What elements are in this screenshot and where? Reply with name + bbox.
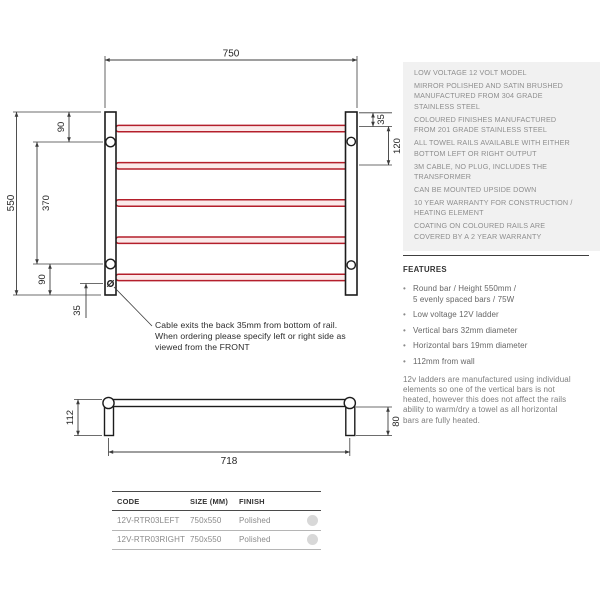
- panel-divider: [403, 255, 589, 256]
- finish-swatch: [307, 514, 318, 526]
- dim-cable-offset-label: 35: [72, 305, 83, 316]
- towel-bar-2: [114, 161, 351, 170]
- dim-bar-spacing: 120: [359, 126, 403, 166]
- towel-bar-1: [114, 124, 351, 133]
- spec-item: ALL TOWEL RAILS AVAILABLE WITH EITHER BO…: [414, 138, 570, 158]
- specs-box: LOW VOLTAGE 12 VOLT MODEL MIRROR POLISHE…: [403, 62, 600, 251]
- dim-overall-height-label: 550: [6, 194, 17, 211]
- dim-bracket-depth: 80: [356, 406, 402, 436]
- left-vertical-rail: [104, 111, 117, 296]
- bullet-icon: •: [403, 325, 406, 335]
- dim-bottom-offset: 90: [33, 263, 103, 296]
- ladder-footnote: 12v ladders are manufactured using indiv…: [403, 374, 571, 425]
- cell-finish: Polished: [239, 515, 271, 525]
- cell-finish: Polished: [239, 535, 271, 545]
- right-vertical-rail: [344, 111, 358, 296]
- spec-item: COLOURED FINISHES MANUFACTURED FROM 201 …: [414, 114, 557, 135]
- side-horizontal-bar: [106, 398, 352, 408]
- dim-top-to-first-bar-label: 35: [376, 114, 387, 125]
- dim-top-to-first-bar: 35: [359, 112, 392, 127]
- spec-item: 3M CABLE, NO PLUG, INCLUDES THE TRANSFOR…: [414, 161, 548, 182]
- front-view: 750 550 90 370 90 35: [6, 49, 403, 327]
- dim-bracket-centres-label: 718: [221, 456, 238, 467]
- mount-point-bottom-right: [346, 260, 357, 270]
- dim-top-offset-label: 90: [56, 122, 67, 133]
- feature-item: • Horizontal bars 19mm diameter: [403, 341, 528, 351]
- left-wall-bracket: [103, 405, 115, 437]
- cell-code: 12V-RTR03LEFT: [117, 515, 180, 525]
- dim-depth: 112: [65, 399, 102, 436]
- dim-bracket-centres: 718: [108, 438, 351, 467]
- spec-item: CAN BE MOUNTED UPSIDE DOWN: [414, 185, 537, 195]
- cell-size: 750x550: [190, 515, 222, 525]
- info-panel: LOW VOLTAGE 12 VOLT MODEL MIRROR POLISHE…: [403, 62, 600, 426]
- spec-item: MIRROR POLISHED AND SATIN BRUSHED MANUFA…: [414, 81, 563, 111]
- side-right-rail-end: [343, 396, 357, 410]
- col-header-size: SIZE (MM): [190, 496, 229, 506]
- table-header-row: CODE SIZE (MM) FINISH: [112, 491, 321, 511]
- dim-overall-width: 750: [104, 49, 358, 108]
- dim-bracket-depth-label: 80: [391, 416, 402, 427]
- bullet-icon: •: [403, 284, 406, 293]
- towel-bar-5: [114, 273, 351, 282]
- right-wall-bracket: [345, 405, 356, 437]
- table-row: 12V-RTR03RIGHT 750x550 Polished: [112, 531, 321, 550]
- bullet-icon: •: [403, 341, 406, 351]
- side-view: 112 80 718: [65, 396, 402, 467]
- dim-bracket-span: 370: [35, 141, 52, 265]
- dim-overall-width-label: 750: [223, 49, 240, 60]
- cable-exit-marker: [106, 279, 115, 288]
- cell-code: 12V-RTR03RIGHT: [117, 535, 185, 545]
- towel-bar-3: [114, 199, 351, 207]
- cell-size: 750x550: [190, 535, 222, 545]
- side-left-rail-end: [102, 396, 115, 410]
- dim-top-offset: 90: [33, 111, 103, 143]
- spec-item: LOW VOLTAGE 12 VOLT MODEL: [414, 68, 527, 77]
- bullet-icon: •: [403, 356, 406, 366]
- towel-bar-4: [114, 236, 351, 245]
- mount-point-top-right: [346, 136, 357, 147]
- mount-point-top-left: [104, 136, 116, 148]
- dim-bracket-span-label: 370: [41, 195, 52, 211]
- col-header-finish: FINISH: [239, 496, 265, 506]
- order-table: CODE SIZE (MM) FINISH 12V-RTR03LEFT 750x…: [112, 491, 321, 550]
- cable-note-leader-line: [113, 286, 153, 327]
- features-title: FEATURES: [403, 265, 447, 274]
- feature-item: • Vertical bars 32mm diameter: [403, 325, 518, 335]
- feature-item: • 112mm from wall: [403, 356, 475, 366]
- features-list: • Round bar / Height 550mm / 5 evenly sp…: [403, 284, 600, 368]
- dim-bottom-offset-label: 90: [37, 274, 48, 285]
- dim-overall-height: 550: [6, 111, 101, 296]
- spec-item: 10 YEAR WARRANTY FOR CONSTRUCTION / HEAT…: [414, 198, 573, 218]
- spec-item: COATING ON COLOURED RAILS ARE COVERED BY…: [414, 221, 546, 241]
- table-row: 12V-RTR03LEFT 750x550 Polished: [112, 511, 321, 531]
- dim-cable-offset: 35: [72, 283, 103, 318]
- dim-bar-spacing-label: 120: [392, 138, 403, 154]
- feature-item: • Low voltage 12V ladder: [403, 310, 499, 320]
- dim-depth-label: 112: [65, 410, 76, 425]
- finish-swatch: [307, 534, 318, 546]
- col-header-code: CODE: [117, 496, 140, 506]
- feature-item: • Round bar / Height 550mm / 5 evenly sp…: [403, 284, 517, 304]
- bullet-icon: •: [403, 310, 406, 320]
- cable-exit-note: Cable exits the back 35mm from bottom of…: [155, 320, 346, 352]
- mount-point-bottom-left: [104, 258, 116, 270]
